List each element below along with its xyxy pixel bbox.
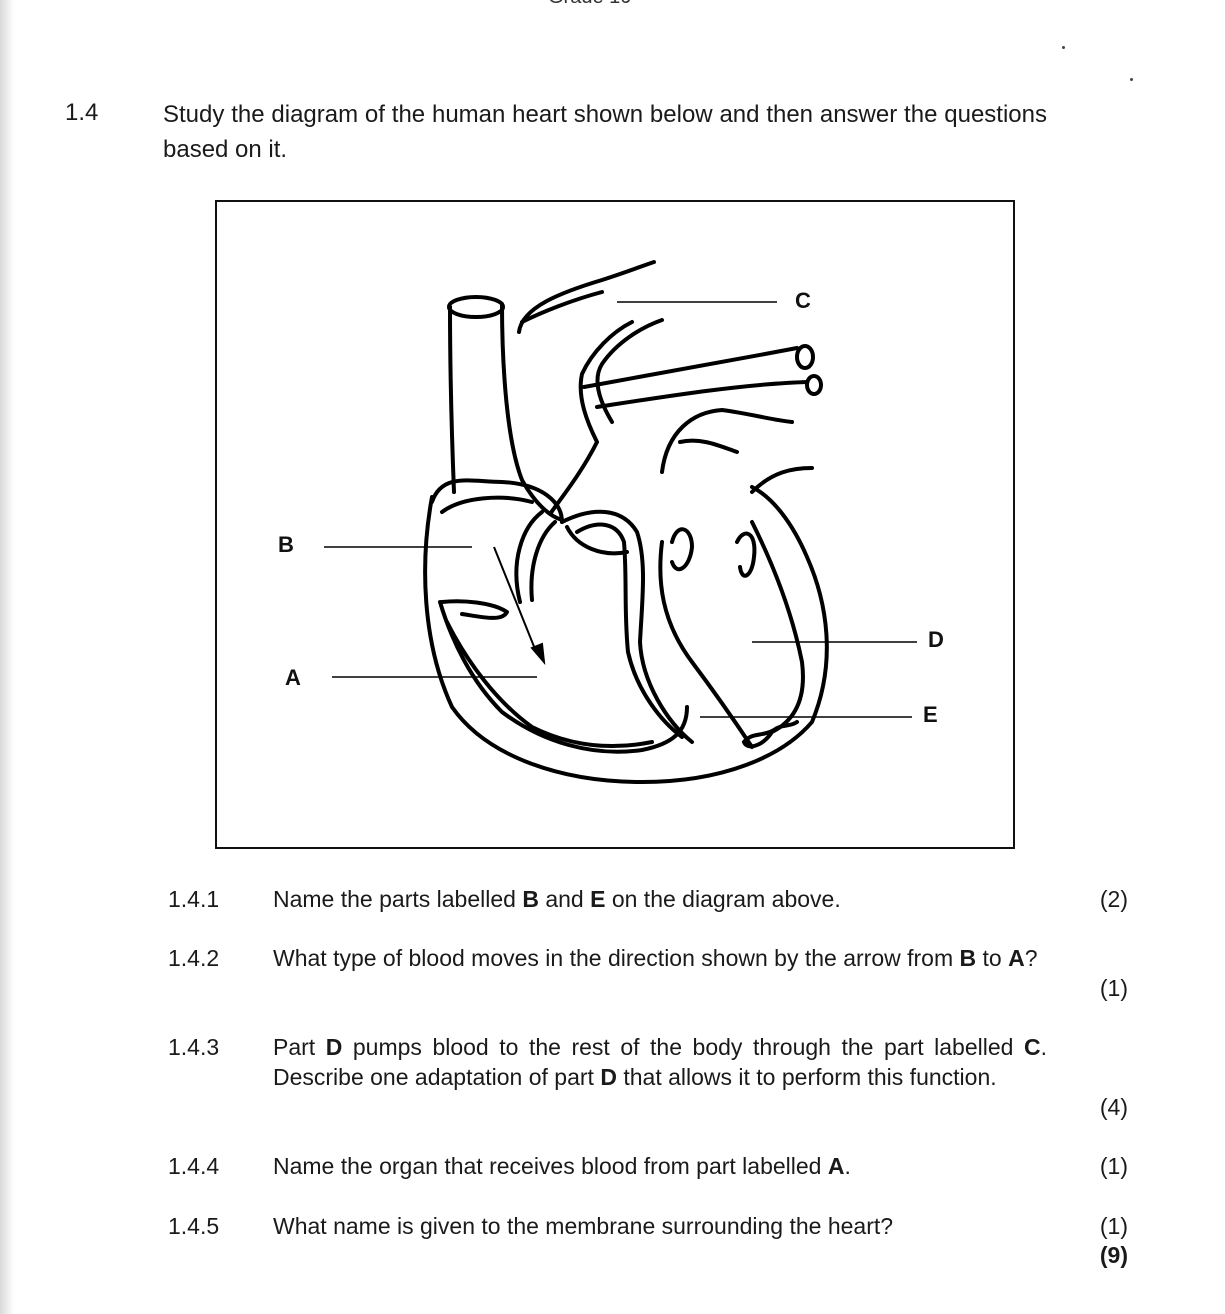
part-letter-reference: A	[1008, 945, 1025, 971]
septum-right	[529, 520, 557, 602]
subquestion-text: Name the organ that receives blood from …	[273, 1151, 1047, 1181]
label-d: D	[928, 627, 944, 652]
part-letter-reference: D	[600, 1064, 617, 1090]
chordae-bottom	[742, 720, 799, 744]
speck	[1062, 46, 1065, 49]
question-text-fragment: that allows it to perform this function.	[616, 1064, 997, 1090]
blood-flow-arrow	[493, 546, 546, 666]
mitral-valve-1	[670, 527, 694, 572]
subquestion-number: 1.4.1	[168, 886, 220, 912]
page-edge-shadow	[0, 0, 14, 1314]
mitral-valve-2	[735, 531, 757, 578]
septum-top	[560, 509, 694, 744]
subquestion-marks: (4)	[1099, 1094, 1128, 1120]
question-text-fragment: Part	[273, 1034, 326, 1060]
question-text-fragment: What type of blood moves in the directio…	[273, 945, 960, 971]
aorta-inner	[520, 290, 604, 324]
vena-cava-opening	[447, 295, 505, 319]
question-text-fragment: and	[538, 886, 591, 912]
heart-diagram-frame: C B A D E	[215, 200, 1015, 849]
tricuspid-flap	[440, 599, 509, 620]
question-text-fragment: What name is given to the membrane surro…	[273, 1213, 894, 1239]
question-text-fragment: pumps blood to the rest of the body thro…	[342, 1034, 1024, 1060]
part-letter-reference: D	[325, 1034, 343, 1060]
speck	[1130, 78, 1133, 81]
aorta-channel	[548, 320, 634, 516]
pulmonary-artery-end-2	[805, 374, 823, 396]
pulmonary-artery-end-1	[795, 344, 815, 370]
question-text-fragment: ?	[1024, 945, 1038, 971]
septum-left	[514, 510, 544, 604]
running-header: Grade 10	[548, 0, 631, 9]
right-atrium-wall	[430, 478, 564, 524]
right-atrium-inner	[440, 495, 534, 514]
subquestion-number: 1.4.5	[168, 1213, 220, 1239]
part-letter-reference: B	[522, 886, 539, 912]
question-text-fragment: on the diagram above.	[605, 886, 841, 912]
part-letter-reference: B	[959, 945, 977, 971]
pulmonary-artery-bottom	[595, 380, 809, 409]
subquestion-marks: (2)	[1099, 886, 1128, 912]
right-ventricle-wall	[438, 600, 689, 754]
left-atrium-inner	[678, 438, 739, 454]
subquestion-marks: (1)	[1099, 1213, 1128, 1239]
label-a: A	[285, 665, 301, 690]
label-b: B	[278, 532, 294, 557]
left-ventricle-wall	[658, 540, 754, 749]
septum-inner	[575, 522, 684, 739]
label-e: E	[923, 702, 938, 727]
subquestion-text: Name the parts labelled B and E on the d…	[273, 884, 1047, 914]
aorta-outer	[517, 260, 656, 334]
part-letter-reference: A	[827, 1153, 845, 1179]
aorta-channel-inner	[595, 318, 664, 424]
subquestion-text: What name is given to the membrane surro…	[273, 1211, 1047, 1241]
heart-outer-wall	[423, 485, 829, 784]
question-text-fragment: Name the organ that receives blood from …	[273, 1153, 828, 1179]
left-ventricle-outer	[750, 466, 814, 494]
subquestion-text: What type of blood moves in the directio…	[273, 943, 1047, 973]
question-intro: Study the diagram of the human heart sho…	[163, 101, 1047, 163]
subquestion-marks: (1)	[1099, 975, 1128, 1001]
subquestion-marks: (1)	[1099, 1153, 1128, 1179]
part-letter-reference: E	[590, 886, 606, 912]
left-ventricle-inner	[742, 520, 805, 749]
subquestion-text: Part D pumps blood to the rest of the bo…	[273, 1032, 1047, 1092]
label-c: C	[795, 288, 811, 313]
label-lines	[324, 301, 917, 718]
question-text-fragment: Name the parts labelled	[273, 886, 523, 912]
subquestion-number: 1.4.2	[168, 945, 220, 971]
total-marks: (9)	[1099, 1242, 1128, 1268]
part-letter-reference: C	[1023, 1034, 1041, 1060]
atrium-valve	[565, 525, 629, 556]
question-text-fragment: to	[976, 945, 1009, 971]
heart-diagram: C B A D E	[278, 260, 944, 784]
vena-cava-left	[448, 305, 456, 494]
right-ventricle-inner	[445, 620, 654, 749]
question-number: 1.4	[65, 99, 99, 126]
pulmonary-artery-top	[582, 346, 799, 389]
left-atrium-top	[660, 408, 794, 474]
heart-outline	[423, 260, 829, 784]
question-text-fragment: .	[844, 1153, 851, 1179]
question-text-fragment: . Describe one adaptation of part	[273, 1034, 1047, 1090]
subquestion-number: 1.4.3	[168, 1034, 220, 1060]
vena-cava-right	[500, 302, 564, 522]
subquestion-number: 1.4.4	[168, 1153, 220, 1179]
